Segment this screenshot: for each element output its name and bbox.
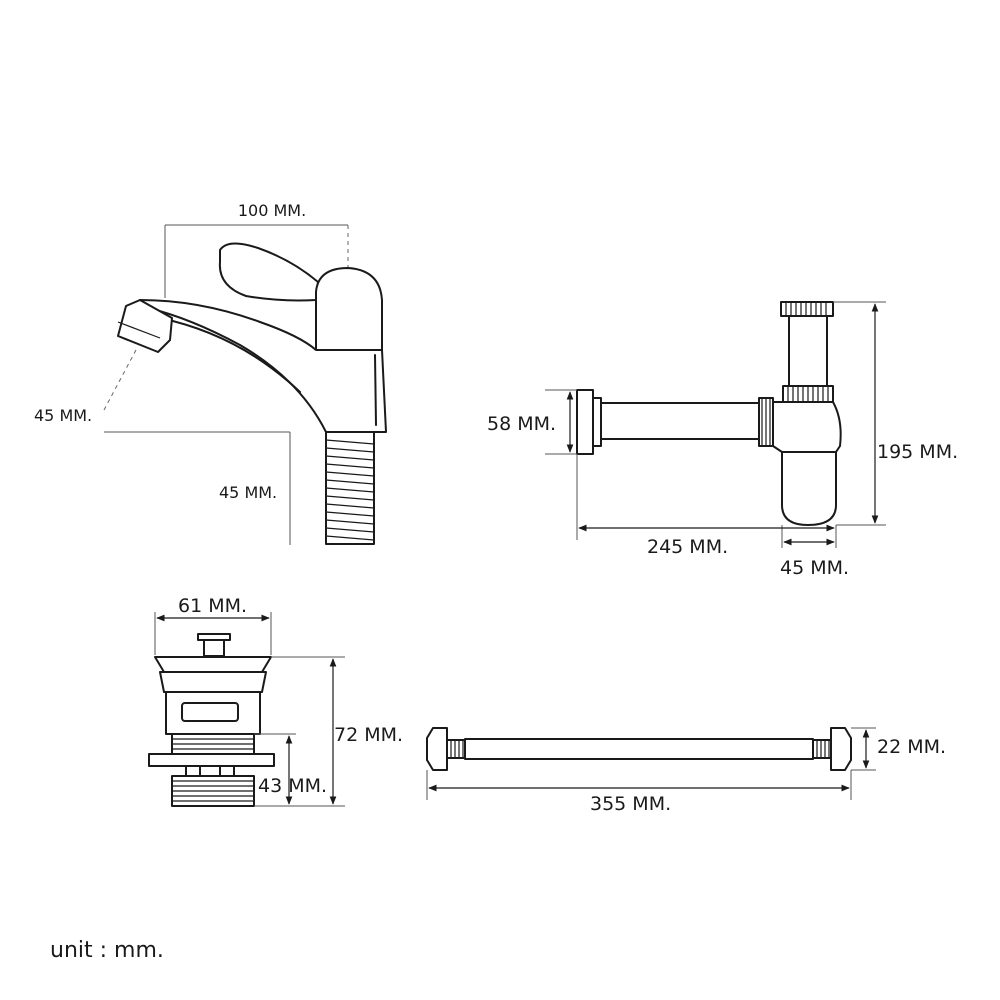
faucet-width-label: 100 MM.	[238, 201, 306, 220]
trap-length-label: 245 MM.	[647, 536, 728, 558]
body-highlight	[374, 354, 377, 426]
hose-thread	[325, 439, 375, 541]
trap-tailpiece	[788, 315, 828, 387]
collar-knurl	[787, 386, 829, 402]
drain-cap	[159, 671, 267, 693]
top-cap-knurl	[785, 302, 827, 316]
hose-ferrule-right	[812, 739, 832, 759]
ferrule-right-lines	[816, 740, 830, 758]
drain-flange	[154, 656, 272, 673]
drain-width-label: 61 MM.	[178, 595, 247, 617]
trap-body-label: 45 MM.	[780, 557, 849, 579]
hose-nut-right	[830, 727, 852, 771]
faucet-hose-label: 45 MM.	[219, 483, 277, 502]
faucet-spout-label: 45 MM.	[34, 406, 92, 425]
hose-tube	[464, 738, 814, 760]
bottle-trap-drawing: 58 MM. 195 MM. 245 MM. 45 MM.	[487, 301, 958, 579]
horizontal-pipe	[600, 402, 760, 440]
spout-highlight	[159, 317, 301, 393]
connector-hose-drawing: 355 MM. 22 MM.	[426, 727, 946, 815]
drain-nut	[148, 753, 275, 767]
hose-nut-left	[426, 727, 448, 771]
wall-flange	[576, 389, 594, 455]
nut-tab-left	[185, 765, 201, 777]
pop-up-drain-drawing: 61 MM. 72 MM. 43 MM.	[148, 595, 403, 807]
pipe-nut-knurl	[761, 398, 771, 446]
flange-collar	[592, 397, 602, 447]
faucet-drawing: 100 MM. 45 MM. 45 MM.	[34, 201, 387, 545]
unit-note: unit : mm.	[50, 938, 164, 963]
trap-flange-label: 58 MM.	[487, 413, 556, 435]
trap-bottle-body	[772, 401, 842, 526]
thread-upper-lines	[172, 738, 254, 750]
trap-height-label: 195 MM.	[877, 441, 958, 463]
ferrule-left-lines	[450, 740, 464, 758]
spout-drop-guide	[103, 349, 137, 411]
hose-ferrule-left	[446, 739, 466, 759]
drain-knob-top	[197, 633, 231, 641]
drain-overflow-slot	[181, 702, 239, 722]
nut-tab-right	[219, 765, 235, 777]
trap-top-cap	[780, 301, 834, 317]
hose-nut-label: 22 MM.	[877, 736, 946, 758]
lever-handle	[218, 242, 319, 302]
drain-height-label: 72 MM.	[334, 724, 403, 746]
hose-length-label: 355 MM.	[590, 793, 671, 815]
thread-lower-lines	[172, 780, 254, 802]
handle-dome	[315, 267, 383, 351]
drain-thread-label: 43 MM.	[258, 775, 327, 797]
aerator-tip	[117, 299, 173, 353]
aerator-line	[117, 321, 161, 339]
